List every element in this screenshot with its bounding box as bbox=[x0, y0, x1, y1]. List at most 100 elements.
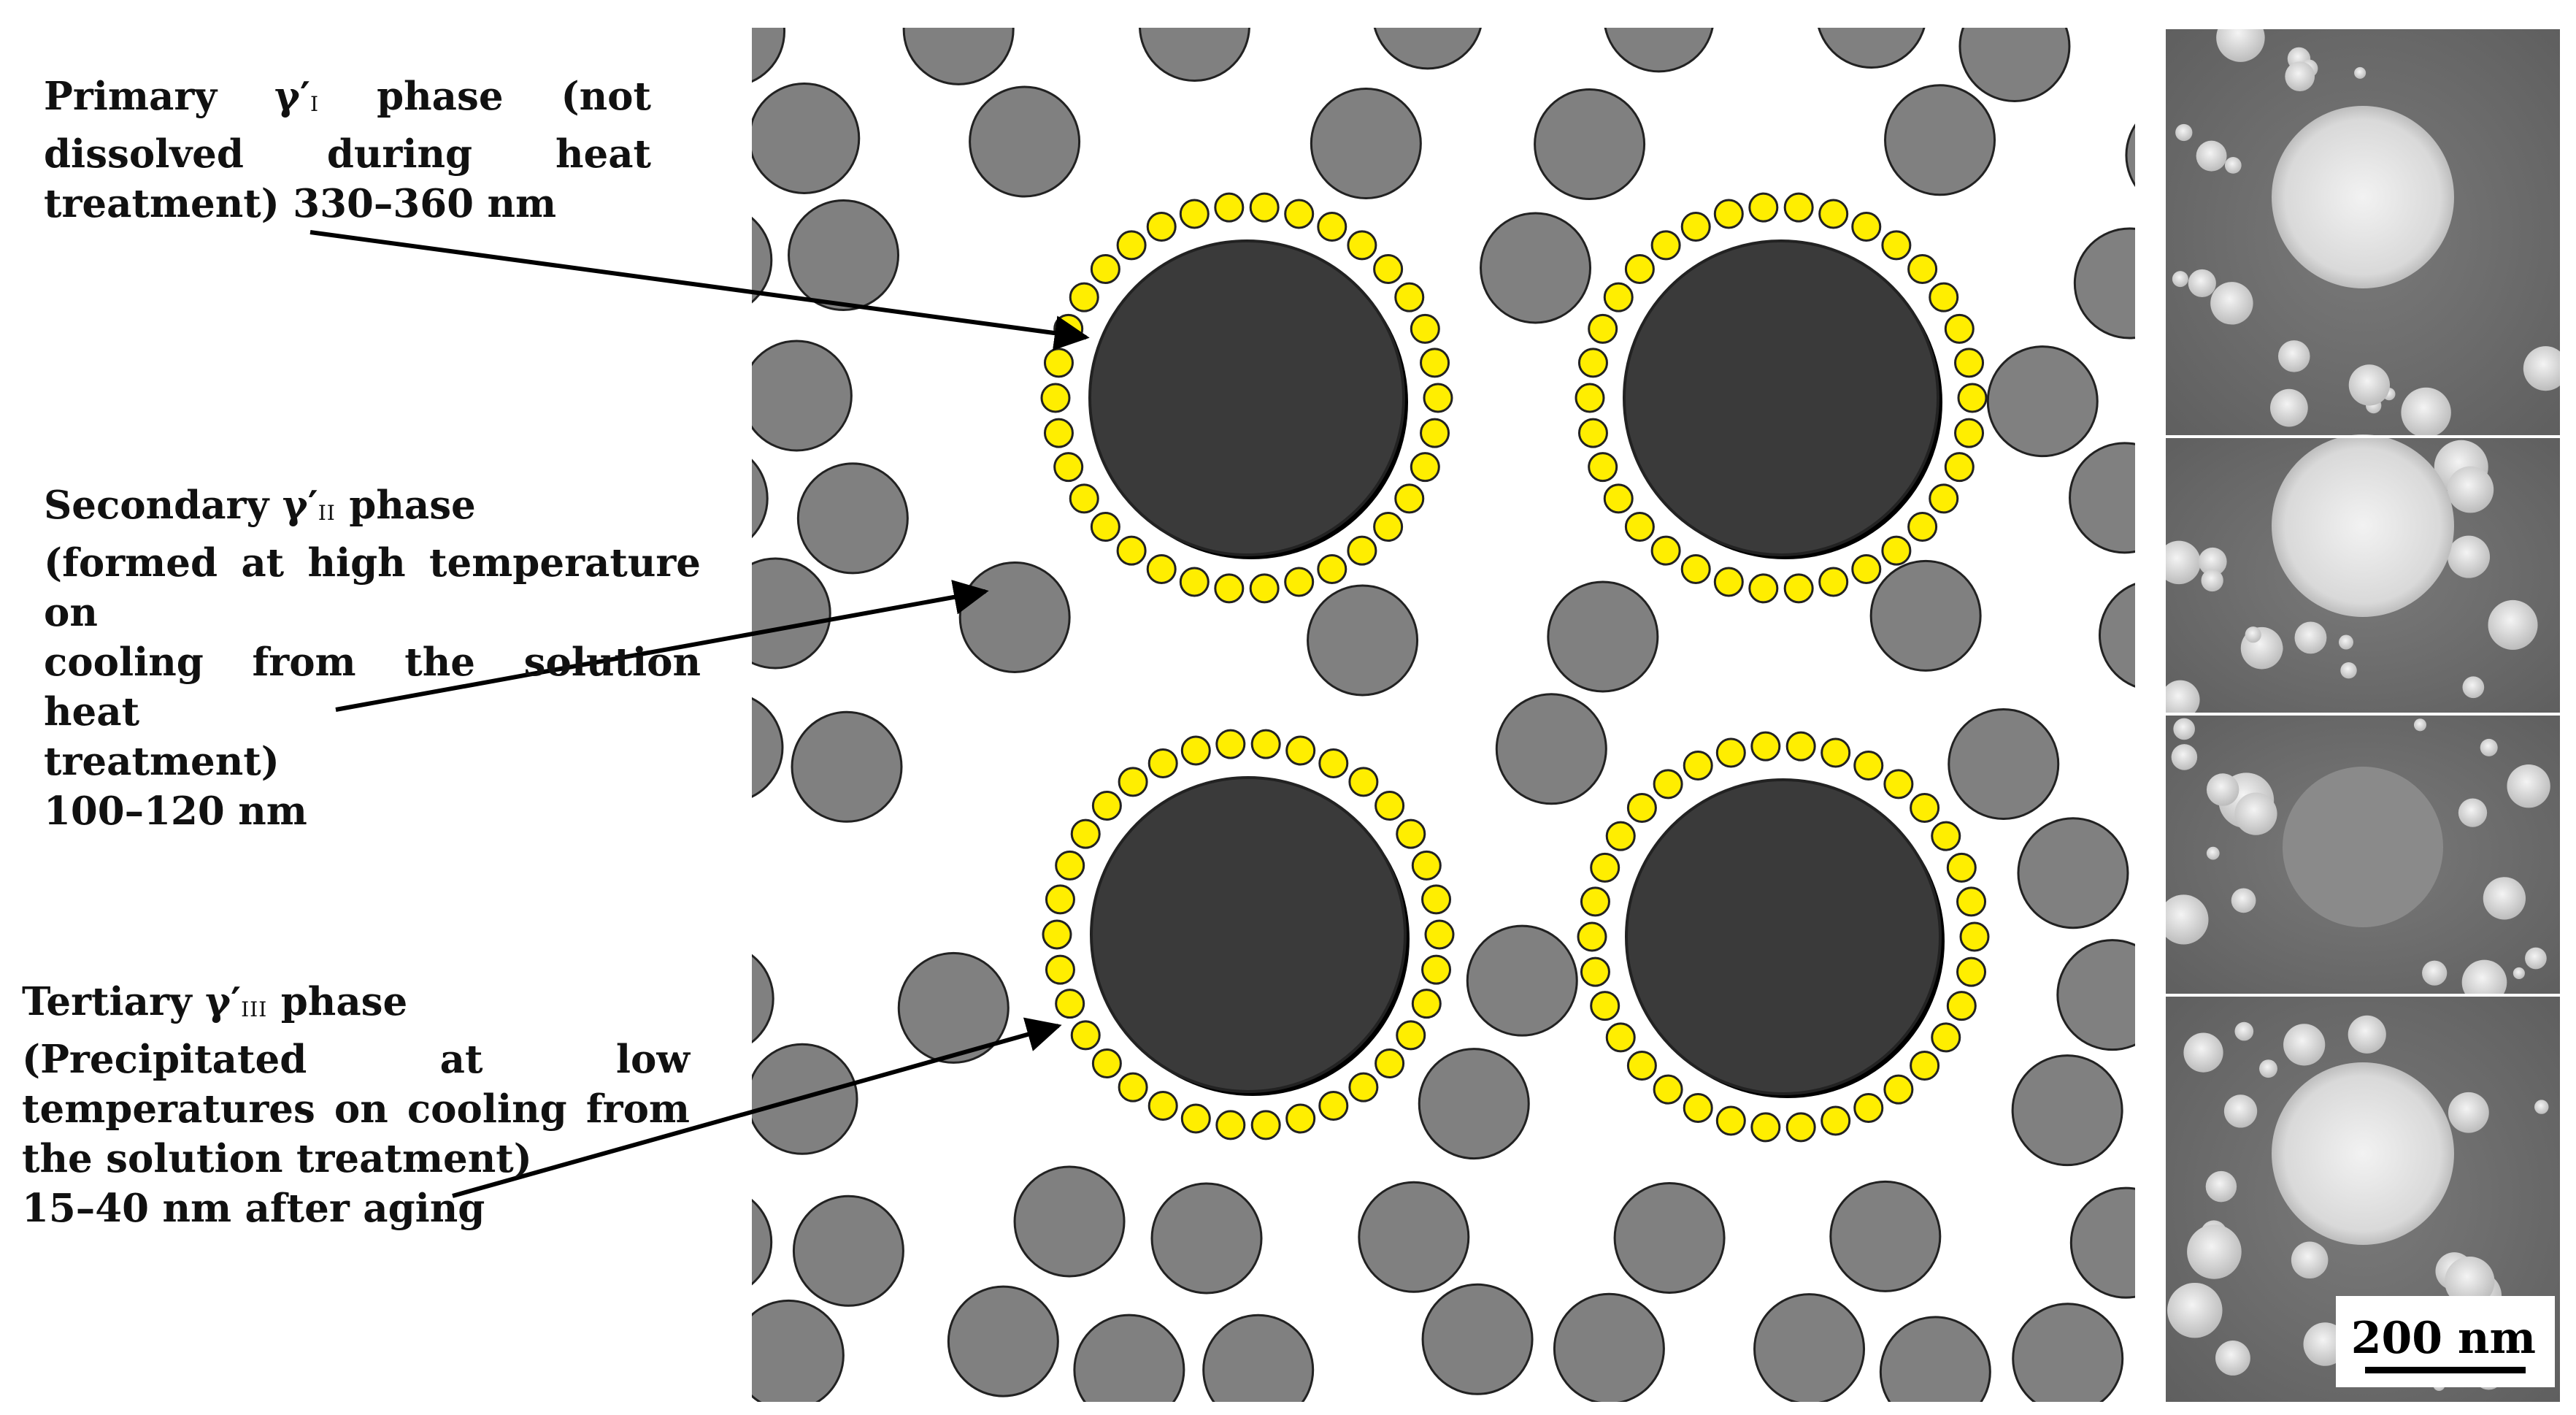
tertiary-precipitate bbox=[1954, 348, 1985, 378]
tertiary-precipitate bbox=[1575, 383, 1605, 413]
secondary-precipitate bbox=[2012, 1303, 2124, 1402]
tertiary-precipitate bbox=[1783, 192, 1814, 223]
tertiary-precipitate bbox=[1053, 313, 1084, 344]
tertiary-precipitate bbox=[1090, 512, 1120, 542]
secondary-precipitate bbox=[791, 710, 903, 823]
micrograph-particle bbox=[2173, 718, 2195, 740]
micrograph-particle bbox=[2259, 1059, 2277, 1078]
micrograph-particle bbox=[2401, 387, 2451, 438]
tertiary-precipitate bbox=[1785, 1112, 1816, 1143]
tertiary-precipitate bbox=[1146, 554, 1177, 585]
micrograph-particle bbox=[2448, 1092, 2489, 1133]
tertiary-precipitate bbox=[1045, 884, 1075, 915]
label-tertiary-line4: the solution treatment) bbox=[22, 1136, 532, 1181]
secondary-precipitate bbox=[792, 1194, 904, 1307]
secondary-precipitate bbox=[2056, 939, 2135, 1051]
tertiary-precipitate bbox=[1215, 729, 1246, 759]
secondary-precipitate bbox=[1948, 708, 2060, 820]
tertiary-precipitate bbox=[1348, 767, 1379, 797]
micrograph-primary-particle bbox=[2283, 767, 2443, 927]
primary-precipitate bbox=[1623, 239, 1939, 556]
tertiary-precipitate bbox=[1785, 731, 1816, 762]
secondary-precipitate bbox=[1495, 693, 1607, 805]
tertiary-precipitate bbox=[1683, 750, 1713, 781]
tertiary-precipitate bbox=[1394, 282, 1425, 312]
tertiary-precipitate bbox=[1147, 748, 1178, 778]
tertiary-precipitate bbox=[1249, 192, 1280, 223]
tertiary-precipitate bbox=[1820, 737, 1851, 768]
secondary-precipitate bbox=[1013, 1165, 1126, 1278]
micrograph-particle bbox=[2338, 634, 2353, 650]
tertiary-precipitate bbox=[1250, 1110, 1281, 1140]
primary-precipitate bbox=[1625, 778, 1942, 1095]
secondary-precipitate bbox=[752, 954, 774, 1044]
tertiary-precipitate bbox=[1396, 1020, 1426, 1051]
micrograph-particle bbox=[2348, 1015, 2386, 1054]
arrow-secondary bbox=[335, 580, 989, 712]
arrow-tertiary bbox=[452, 1017, 1062, 1198]
tertiary-precipitates bbox=[1040, 192, 1990, 1143]
micrograph-particle bbox=[2187, 1224, 2242, 1279]
micrograph-particle bbox=[2277, 340, 2310, 372]
tertiary-precipitate bbox=[1590, 991, 1620, 1021]
micrograph-particle bbox=[2224, 157, 2242, 174]
micrograph-particle bbox=[2534, 1100, 2549, 1114]
micrograph-primary-particle bbox=[2272, 106, 2454, 288]
tertiary-precipitate bbox=[1318, 1091, 1349, 1121]
micrograph-particle bbox=[2270, 388, 2308, 427]
micrograph-particle bbox=[2206, 846, 2220, 860]
label-secondary-phase: Secondary γ′II phase (formed at high tem… bbox=[44, 480, 701, 836]
secondary-precipitate bbox=[788, 199, 900, 312]
tertiary-precipitate bbox=[1851, 554, 1882, 585]
secondary-precipitate bbox=[1307, 584, 1419, 697]
tertiary-precipitate bbox=[1580, 956, 1610, 987]
tertiary-precipitate bbox=[1396, 818, 1426, 849]
label-secondary-line1: Secondary γ′II phase bbox=[44, 483, 476, 528]
tertiary-precipitate bbox=[1929, 483, 1959, 514]
tertiary-precipitate bbox=[1394, 483, 1425, 514]
secondary-precipitate bbox=[897, 951, 1010, 1064]
label-primary-line1: Primary γ′I phase (not bbox=[44, 74, 651, 119]
tertiary-precipitate bbox=[1348, 1072, 1379, 1103]
tertiary-precipitate bbox=[1347, 230, 1377, 261]
tertiary-precipitate bbox=[1853, 1093, 1884, 1124]
micrograph-particle bbox=[2445, 1256, 2495, 1307]
tertiary-precipitate bbox=[1603, 282, 1634, 312]
tertiary-precipitate bbox=[1318, 748, 1349, 778]
tertiary-precipitate bbox=[1043, 418, 1074, 448]
micrograph-particle bbox=[2447, 535, 2491, 578]
tertiary-precipitate bbox=[1410, 313, 1440, 344]
secondary-precipitate bbox=[947, 1285, 1059, 1397]
tertiary-precipitate bbox=[1907, 512, 1938, 542]
micrograph-particle bbox=[2447, 466, 2494, 513]
tertiary-precipitate bbox=[1577, 921, 1607, 952]
secondary-precipitate bbox=[752, 82, 861, 194]
tertiary-precipitate bbox=[1603, 483, 1634, 514]
label-secondary-line2: (formed at high temperature on bbox=[44, 540, 701, 635]
tertiary-precipitate bbox=[1042, 919, 1072, 950]
micrograph-particle bbox=[2488, 599, 2538, 650]
tertiary-precipitate bbox=[1146, 211, 1177, 242]
tertiary-precipitate bbox=[1180, 735, 1211, 766]
tertiary-precipitate bbox=[1116, 535, 1147, 566]
micrograph-particle bbox=[2458, 798, 2488, 827]
secondary-precipitate bbox=[2125, 123, 2135, 188]
tertiary-precipitate bbox=[1411, 850, 1442, 881]
primary-precipitate bbox=[1088, 239, 1405, 556]
secondary-precipitate bbox=[752, 697, 784, 798]
micrograph-particle bbox=[2294, 621, 2327, 654]
micrograph-particle bbox=[2198, 547, 2227, 576]
micrograph-particle bbox=[2422, 960, 2448, 986]
tertiary-precipitate bbox=[1929, 282, 1959, 312]
tertiary-precipitate bbox=[1179, 567, 1210, 597]
micrograph-particle bbox=[2166, 680, 2200, 719]
tertiary-precipitate bbox=[1881, 535, 1912, 566]
tertiary-precipitate bbox=[1317, 554, 1347, 585]
secondary-precipitate bbox=[1150, 1182, 1263, 1295]
tertiary-precipitate bbox=[1249, 573, 1280, 604]
tertiary-precipitate bbox=[1285, 1103, 1316, 1134]
secondary-precipitate bbox=[1139, 28, 1250, 83]
secondary-precipitate bbox=[1310, 88, 1422, 200]
scale-bar-line bbox=[2365, 1367, 2526, 1373]
tertiary-precipitate bbox=[1954, 418, 1985, 448]
